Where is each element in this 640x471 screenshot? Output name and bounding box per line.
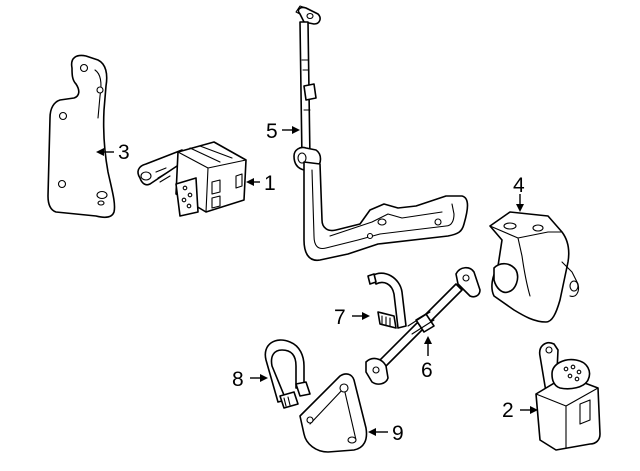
callout-9: 9 [368,422,404,445]
part-4-angle-bracket [489,211,580,323]
part-1-sensor [137,141,247,217]
callout-3: 3 [96,141,130,164]
callout-5-label: 5 [266,120,278,143]
part-9-gusset [299,373,368,453]
part-8-u-bolt [264,339,311,409]
callout-1-label: 1 [264,172,276,195]
callout-9-label: 9 [392,422,404,445]
callout-6-label: 6 [421,359,433,382]
callout-7-label: 7 [334,306,346,329]
callout-3-label: 3 [118,141,130,164]
callout-8: 8 [232,368,268,391]
callout-7: 7 [334,306,370,329]
part-7-u-bolt [367,272,407,329]
callout-8-label: 8 [232,368,244,391]
callout-2: 2 [502,399,538,422]
callout-1: 1 [246,172,276,195]
callout-4-label: 4 [513,174,525,197]
part-2-sensor [535,341,601,451]
part-6-link-rod [365,266,481,385]
part-5-link-bracket [293,5,469,262]
callout-2-label: 2 [502,399,514,422]
part-3-bracket [47,54,116,218]
callout-6: 6 [421,336,433,382]
callout-4: 4 [513,174,525,212]
callout-5: 5 [266,120,300,143]
